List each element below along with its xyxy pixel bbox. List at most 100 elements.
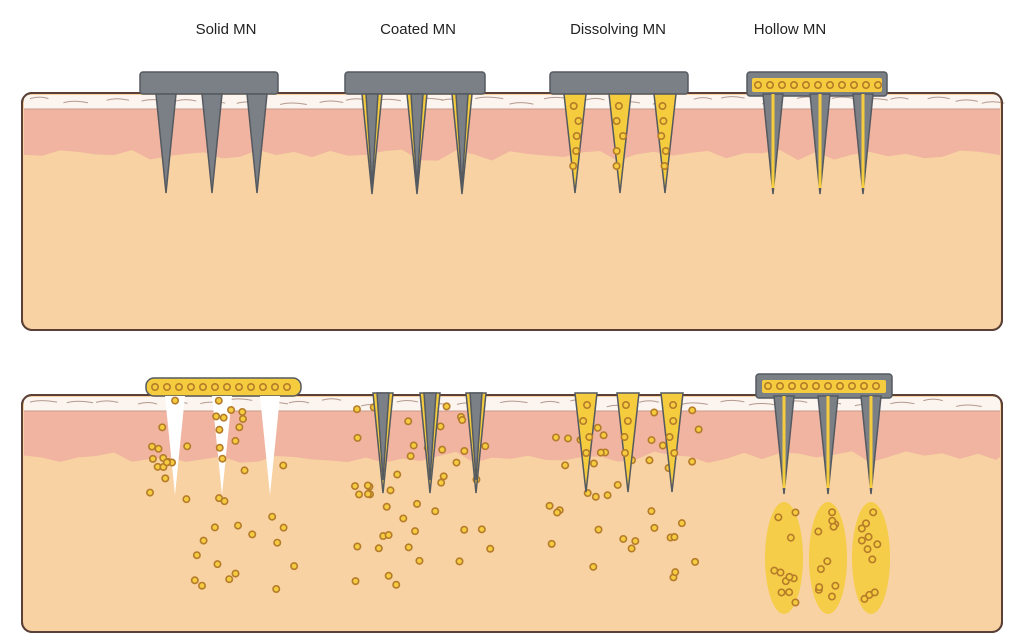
drug-particle [612, 162, 621, 171]
drug-particle [460, 446, 469, 455]
drug-particle [873, 81, 882, 90]
drug-particle [290, 562, 299, 571]
bottom-panel-scale-line [29, 400, 58, 403]
top-panel-scale-line [585, 97, 605, 101]
label-coated-mn: Coated MN [380, 21, 456, 38]
top-panel-scale-line [927, 96, 950, 100]
drug-particle [574, 117, 583, 126]
drug-particle [175, 382, 184, 391]
drug-particle [282, 382, 291, 391]
dissolving-mn-array [549, 71, 689, 194]
drug-particle [827, 592, 836, 601]
drug-particle [645, 456, 654, 465]
drug-particle [765, 81, 774, 90]
bottom-panel-scale-line [890, 401, 915, 405]
drug-particle [564, 434, 573, 443]
drug-particle [353, 433, 362, 442]
bottom-panel-scale-line [720, 399, 745, 403]
top-panel-scale-line [319, 100, 344, 103]
drug-particle [392, 580, 401, 589]
coated-needle-core [376, 392, 390, 481]
drug-particle [650, 523, 659, 532]
drug-particle [596, 448, 605, 457]
drug-particle [219, 413, 228, 422]
bottom-panel-scale-line [748, 402, 777, 406]
drug-particle [658, 441, 667, 450]
bottom-panel-scale-line [137, 401, 158, 405]
drug-particle [481, 442, 490, 451]
drug-particle [864, 532, 873, 541]
drug-particle [859, 381, 868, 390]
drug-particle [658, 102, 667, 111]
drug-particle [770, 566, 779, 575]
drug-particle [811, 381, 820, 390]
drug-particle [247, 382, 256, 391]
coated-mn-array [344, 71, 486, 195]
drug-particle [393, 470, 402, 479]
drug-particle [669, 416, 678, 425]
drug-particle [437, 478, 446, 487]
drug-particle [857, 536, 866, 545]
drug-particle [551, 433, 560, 442]
drug-particle [231, 436, 240, 445]
drug-particle [190, 576, 199, 585]
drug-particle [815, 583, 824, 592]
drug-particle [225, 575, 234, 584]
drug-particle [351, 577, 360, 586]
drug-particle [785, 588, 794, 597]
drug-particle [268, 512, 277, 521]
drug-particle [613, 480, 622, 489]
top-panel-epidermis [24, 107, 1000, 161]
drug-particle [647, 507, 656, 516]
drug-particle [569, 102, 578, 111]
drug-particle [828, 508, 837, 517]
drug-particle [183, 442, 192, 451]
drug-particle [214, 396, 223, 405]
drug-particle [455, 557, 464, 566]
drug-particle [438, 445, 447, 454]
drug-particle [545, 501, 554, 510]
solid-needle [155, 93, 177, 194]
drug-particle [873, 540, 882, 549]
drug-particle [869, 508, 878, 517]
micropore [260, 396, 280, 495]
drug-particle [409, 441, 418, 450]
drug-particle [353, 542, 362, 551]
bottom-panel-scale-line [923, 398, 943, 402]
drug-particle [439, 472, 448, 481]
drug-particle [158, 423, 167, 432]
drug-particle [404, 543, 413, 552]
drug-particle [382, 502, 391, 511]
drug-particle [847, 381, 856, 390]
drug-particle [870, 588, 879, 597]
dissolving-needle [574, 392, 598, 493]
drug-particle [829, 522, 838, 531]
drug-particle [599, 431, 608, 440]
drug-particle [399, 514, 408, 523]
drug-particle [248, 530, 257, 539]
drug-particle [791, 598, 800, 607]
coated-needle-core [410, 93, 424, 187]
drug-particle [192, 551, 201, 560]
bottom-panel-scale-line [681, 402, 708, 405]
drug-particle [791, 508, 800, 517]
drug-particle [154, 444, 163, 453]
drug-particle [199, 382, 208, 391]
coated-mn-base [344, 71, 486, 95]
drug-particle [660, 162, 669, 171]
drug-particle [212, 412, 221, 421]
bottom-panel-outline [21, 394, 1003, 633]
drug-particle [620, 448, 629, 457]
drug-particle [619, 534, 628, 543]
drug-particle [258, 382, 267, 391]
drug-particle [593, 423, 602, 432]
drug-particle [623, 416, 632, 425]
bottom-panel-scale-line [540, 400, 560, 404]
drug-particle [352, 405, 361, 414]
hollow-mn-inserted [755, 373, 893, 614]
drug-particle [589, 562, 598, 571]
drug-particle [272, 585, 281, 594]
solid-mn-array [139, 71, 279, 194]
top-panel-scale-line [509, 102, 534, 105]
